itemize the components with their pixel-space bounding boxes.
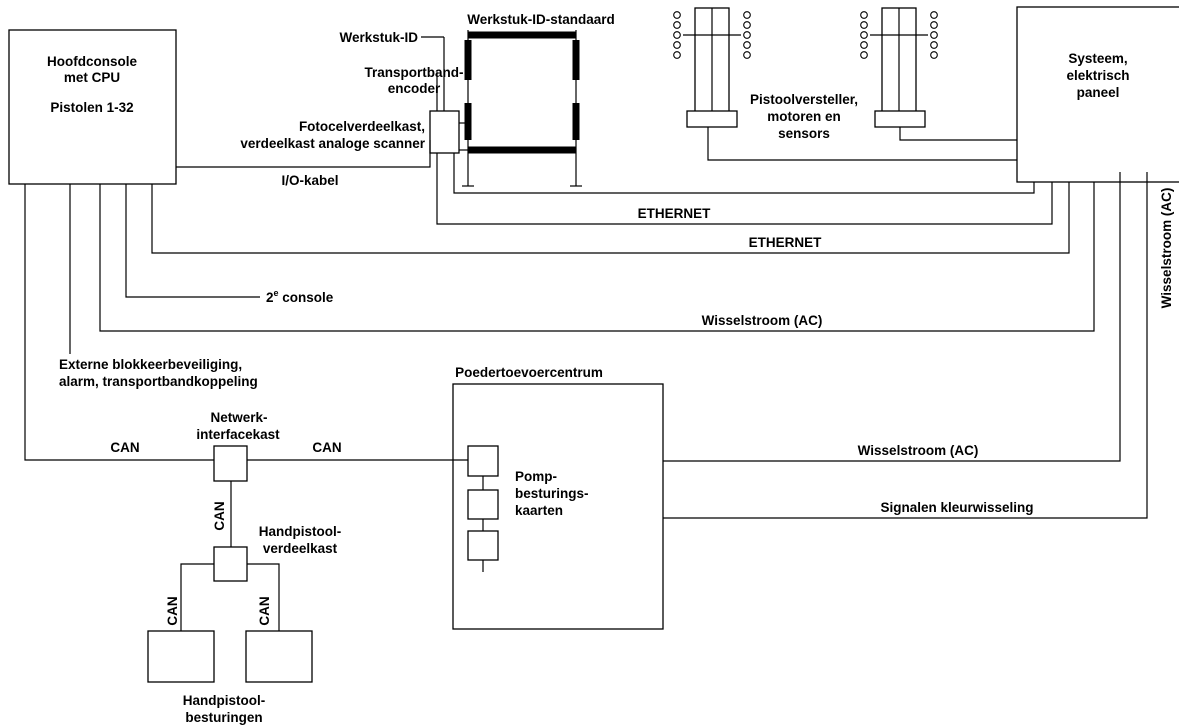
gun-mover-label-3: sensors <box>778 126 830 141</box>
can-label-vertical: CAN <box>212 501 227 530</box>
main-console-box <box>8 29 177 185</box>
network-box-label-2: interfacekast <box>196 427 280 442</box>
ethernet-label-2: ETHERNET <box>749 235 823 250</box>
hand-controls-label-2: besturingen <box>185 710 262 725</box>
can-label-lower-right: CAN <box>257 596 272 625</box>
hand-junction-label-1: Handpistool- <box>259 524 342 539</box>
main-console-label-2: met CPU <box>64 70 120 85</box>
second-console-label: 2e console <box>266 288 334 305</box>
connections <box>24 36 1148 631</box>
hand-controls-label-1: Handpistool- <box>183 693 266 708</box>
pump-card-3 <box>467 530 499 561</box>
hand-junction-label-2: verdeelkast <box>263 541 338 556</box>
conveyor-encoder-label-1: Transportband- <box>364 65 463 80</box>
network-interface-box <box>213 445 248 482</box>
external-label-2: alarm, transportbandkoppeling <box>59 374 258 389</box>
powder-center-label: Poedertoevoercentrum <box>455 365 603 380</box>
photocell-label-2: verdeelkast analoge scanner <box>240 136 425 151</box>
ethernet-label-1: ETHERNET <box>638 206 712 221</box>
pump-card-2 <box>467 489 499 520</box>
can-label-mid: CAN <box>312 440 341 455</box>
ac-label-2: Wisselstroom (AC) <box>858 443 979 458</box>
color-change-label: Signalen kleurwisseling <box>880 500 1033 515</box>
conveyor-encoder-label-2: encoder <box>388 81 441 96</box>
pump-label-1: Pomp- <box>515 469 557 484</box>
system-panel-box <box>1016 6 1179 183</box>
system-panel-label-1: Systeem, <box>1068 51 1127 66</box>
external-label-1: Externe blokkeerbeveiliging, <box>59 357 242 372</box>
photocell-junction-box <box>429 110 460 154</box>
workpiece-id-label: Werkstuk-ID <box>339 30 418 45</box>
pump-card-1 <box>467 445 499 477</box>
pump-label-2: besturings- <box>515 486 589 501</box>
hand-gun-junction-box <box>213 546 248 582</box>
system-panel-label-2: elektrisch <box>1066 68 1129 83</box>
main-console-label-1: Hoofdconsole <box>47 54 137 69</box>
hand-control-box-left <box>147 630 215 683</box>
photocell-label-1: Fotocelverdeelkast, <box>299 119 425 134</box>
gun-mover-label-2: motoren en <box>767 109 841 124</box>
gun-mover-2 <box>860 7 938 128</box>
can-label-left: CAN <box>110 440 139 455</box>
system-panel-label-3: paneel <box>1077 85 1120 100</box>
hand-control-box-right <box>245 630 313 683</box>
gun-mover-1 <box>673 7 751 128</box>
pump-label-3: kaarten <box>515 503 563 518</box>
ac-label-1: Wisselstroom (AC) <box>702 313 823 328</box>
can-label-lower-left: CAN <box>165 596 180 625</box>
network-box-label-1: Netwerk- <box>210 410 267 425</box>
main-console-label-3: Pistolen 1-32 <box>50 100 133 115</box>
gun-mover-label-1: Pistoolversteller, <box>750 92 858 107</box>
workpiece-id-stand <box>462 30 582 187</box>
ac-vertical-label: Wisselstroom (AC) <box>1159 188 1174 309</box>
id-stand-label: Werkstuk-ID-standaard <box>467 12 615 27</box>
io-cable-label: I/O-kabel <box>281 173 338 188</box>
